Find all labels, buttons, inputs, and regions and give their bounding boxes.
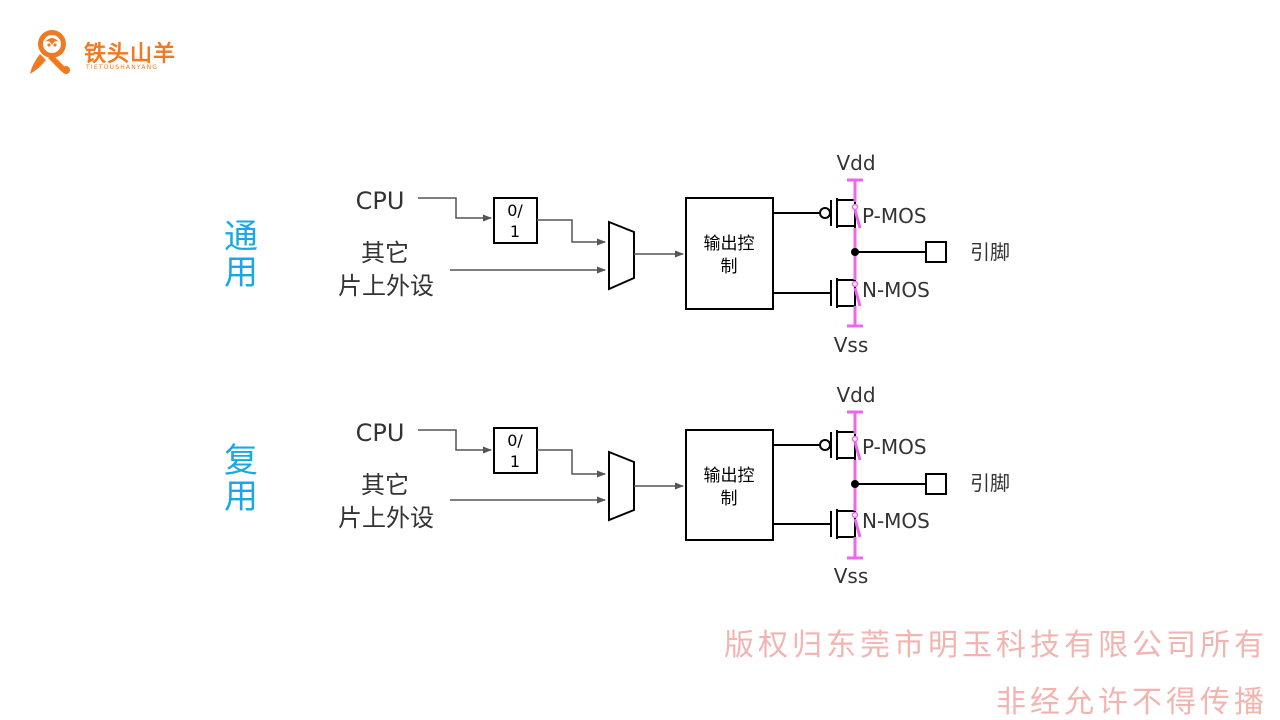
logo: 铁头山羊 TIETOUSHANYANG [28, 26, 208, 82]
nmos-switch-highlight [847, 254, 863, 328]
pmos-label: P-MOS [862, 435, 927, 459]
logo-title: 铁头山羊 [84, 42, 177, 67]
nmos-terminals [837, 279, 855, 307]
output-control-label-line2: 制 [721, 489, 738, 509]
vss-label: Vss [834, 564, 869, 588]
peripheral-label-line1: 其它 [361, 471, 409, 499]
nmos-label: N-MOS [862, 509, 930, 533]
odr-label-line1: 0/ [507, 431, 523, 450]
output-control-box [685, 197, 774, 310]
mode-label-line2: 用 [224, 253, 258, 293]
odr-label-line1: 0/ [507, 201, 523, 220]
pmos-label: P-MOS [862, 204, 927, 228]
pmos-terminals [837, 199, 855, 227]
pin-square [925, 473, 947, 495]
panel-general-purpose: 通 用 CPU 其它 片上外设 0/ 1 输出控 制 [224, 151, 1010, 357]
odr-to-mux-wire [537, 219, 606, 246]
nmos-label: N-MOS [862, 278, 930, 302]
output-control-box [685, 429, 774, 541]
pmos-gate-bubble [819, 207, 831, 219]
pin-label: 引脚 [970, 240, 1010, 264]
nmos-switch-highlight [847, 486, 863, 560]
peripheral-label-line2: 片上外设 [338, 504, 434, 532]
cpu-label: CPU [356, 187, 405, 215]
cpu-label: CPU [356, 419, 405, 447]
nmos-terminals [837, 510, 855, 538]
mode-label-line2: 用 [224, 477, 258, 517]
multiplexer [608, 220, 635, 291]
pmos-gate-bubble [819, 439, 831, 451]
copyright-watermark-line1: 版权归东莞市明玉科技有限公司所有 [724, 628, 1268, 663]
peripheral-label-line2: 片上外设 [338, 272, 434, 300]
odr-label-line2: 1 [510, 222, 520, 241]
copyright-watermark-line2: 非经允许不得传播 [996, 685, 1268, 720]
pin-label: 引脚 [970, 471, 1010, 495]
mode-label-line1: 通 [224, 217, 258, 257]
multiplexer [608, 450, 635, 522]
peripheral-label-line1: 其它 [361, 239, 409, 267]
vdd-label: Vdd [836, 151, 875, 175]
cpu-wire [418, 429, 492, 454]
logo-subtitle: TIETOUSHANYANG [86, 64, 159, 71]
pmos-terminals [837, 431, 855, 459]
output-control-label-line2: 制 [721, 257, 738, 277]
pmos-switch-highlight [847, 410, 863, 482]
output-control-label-line1: 输出控 [704, 234, 755, 254]
vss-label: Vss [834, 333, 869, 357]
output-data-register-box [493, 427, 538, 474]
odr-label-line2: 1 [510, 452, 520, 471]
goat-logo-icon [30, 30, 70, 74]
odr-to-mux-wire [537, 449, 606, 478]
vdd-label: Vdd [836, 383, 875, 407]
mode-label-line1: 复 [224, 441, 258, 481]
panel-alternate-function: 复 用 CPU 其它 片上外设 0/ 1 输出控 制 [224, 383, 1010, 588]
output-control-label-line1: 输出控 [704, 466, 755, 486]
pin-square [925, 241, 947, 263]
pmos-switch-highlight [847, 178, 863, 250]
cpu-wire [418, 197, 492, 222]
